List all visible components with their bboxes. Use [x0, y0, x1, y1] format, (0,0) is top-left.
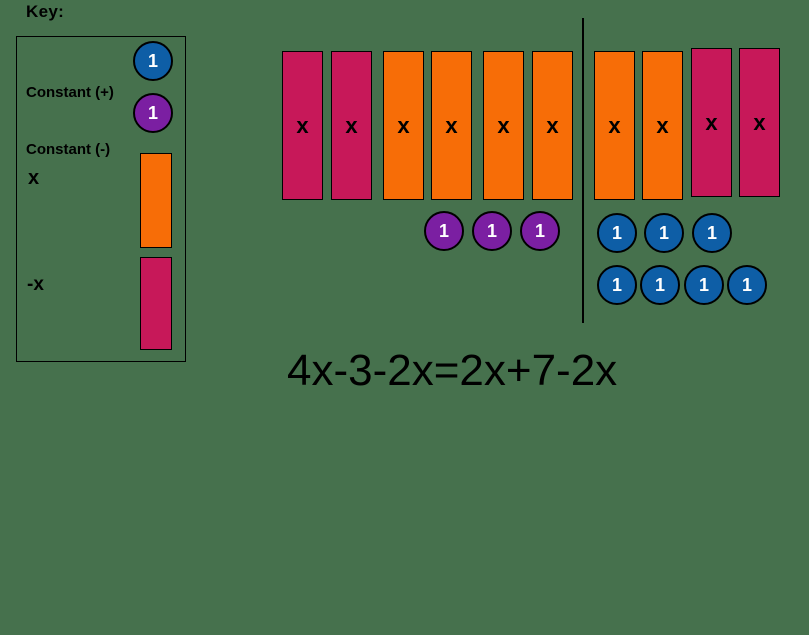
- x-tile-label: x: [445, 112, 458, 138]
- positive-x-tile[interactable]: x: [431, 51, 472, 200]
- positive-x-tile[interactable]: x: [483, 51, 524, 200]
- positive-unit-tile[interactable]: 1: [727, 265, 767, 305]
- x-tile-label: x: [705, 109, 718, 135]
- unit-label: 1: [611, 223, 622, 243]
- key-label-constant-negative: Constant (-): [26, 141, 111, 158]
- unit-label: 1: [741, 275, 752, 295]
- negative-x-tile[interactable]: x: [739, 48, 780, 197]
- positive-x-tile[interactable]: x: [642, 51, 683, 200]
- key-label-constant-positive: Constant (+): [26, 84, 114, 101]
- negative-x-tile[interactable]: x: [691, 48, 732, 197]
- unit-label: 1: [486, 221, 497, 241]
- positive-x-tile[interactable]: x: [383, 51, 424, 200]
- negative-unit-tile[interactable]: 1: [424, 211, 464, 251]
- unit-label: 1: [706, 223, 717, 243]
- key-panel: Constant (+) 1 Constant (-) 1 x -x: [16, 36, 186, 362]
- unit-label: 1: [534, 221, 545, 241]
- unit-label: 1: [147, 51, 158, 71]
- unit-label: 1: [654, 275, 665, 295]
- unit-label: 1: [438, 221, 449, 241]
- positive-unit-tile[interactable]: 1: [644, 213, 684, 253]
- x-tile-label: x: [608, 112, 621, 138]
- positive-unit-tile[interactable]: 1: [640, 265, 680, 305]
- equation-text: 4x-3-2x=2x+7-2x: [287, 346, 618, 395]
- positive-unit-tile[interactable]: 1: [597, 213, 637, 253]
- unit-label: 1: [698, 275, 709, 295]
- x-tile-label: x: [656, 112, 669, 138]
- equals-divider: [582, 18, 584, 323]
- positive-x-tile[interactable]: x: [532, 51, 573, 200]
- negative-unit-tile[interactable]: 1: [520, 211, 560, 251]
- key-label-positive-x: x: [28, 167, 40, 189]
- key-negative-x-swatch: [140, 257, 172, 350]
- key-negative-unit-swatch: 1: [133, 93, 173, 133]
- key-title: Key:: [26, 2, 65, 21]
- x-tile-label: x: [397, 112, 410, 138]
- negative-unit-tile[interactable]: 1: [472, 211, 512, 251]
- positive-unit-tile[interactable]: 1: [684, 265, 724, 305]
- negative-x-tile[interactable]: x: [282, 51, 323, 200]
- unit-label: 1: [147, 103, 158, 123]
- x-tile-label: x: [546, 112, 559, 138]
- key-positive-unit-swatch: 1: [133, 41, 173, 81]
- x-tile-label: x: [296, 112, 309, 138]
- unit-label: 1: [658, 223, 669, 243]
- x-tile-label: x: [497, 112, 510, 138]
- key-positive-x-swatch: [140, 153, 172, 248]
- x-tile-label: x: [753, 109, 766, 135]
- unit-label: 1: [611, 275, 622, 295]
- positive-unit-tile[interactable]: 1: [597, 265, 637, 305]
- key-label-negative-x: -x: [27, 274, 44, 295]
- x-tile-label: x: [345, 112, 358, 138]
- positive-unit-tile[interactable]: 1: [692, 213, 732, 253]
- positive-x-tile[interactable]: x: [594, 51, 635, 200]
- negative-x-tile[interactable]: x: [331, 51, 372, 200]
